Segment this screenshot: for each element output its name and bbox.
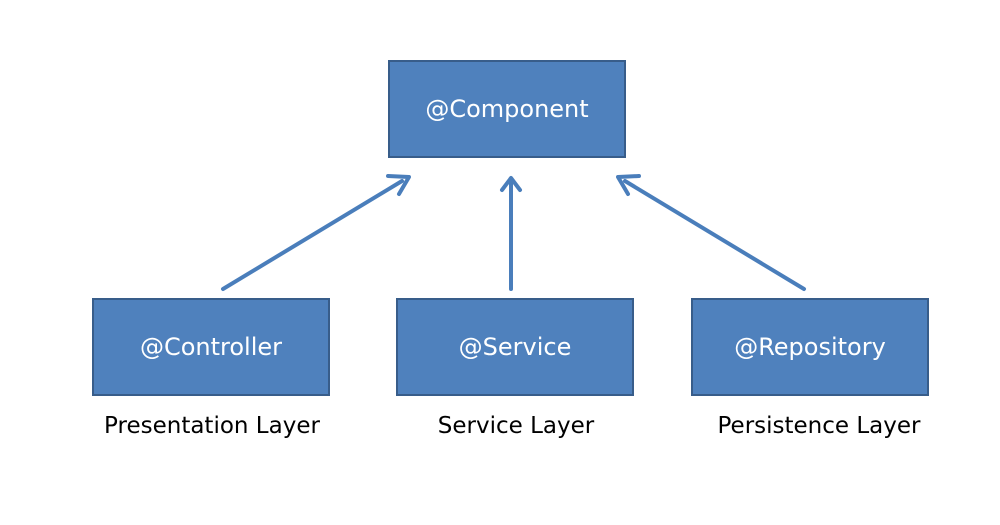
arrowhead-controller-to-component — [386, 174, 411, 196]
repository-box: @Repository — [691, 298, 929, 396]
arrow-repository-to-component — [623, 179, 806, 291]
service-layer-caption: Service Layer — [437, 413, 595, 439]
arrowhead-repository-to-component — [616, 174, 641, 196]
component-label: @Component — [425, 95, 589, 123]
persistence-layer-caption: Persistence Layer — [717, 413, 921, 439]
repository-label: @Repository — [734, 333, 886, 361]
component-box: @Component — [388, 60, 626, 158]
service-box: @Service — [396, 298, 634, 396]
presentation-layer-caption: Presentation Layer — [104, 413, 320, 439]
service-label: @Service — [458, 333, 572, 361]
arrow-controller-to-component — [221, 179, 404, 291]
controller-label: @Controller — [139, 333, 283, 361]
arrowhead-service-to-component — [500, 176, 522, 192]
controller-box: @Controller — [92, 298, 330, 396]
